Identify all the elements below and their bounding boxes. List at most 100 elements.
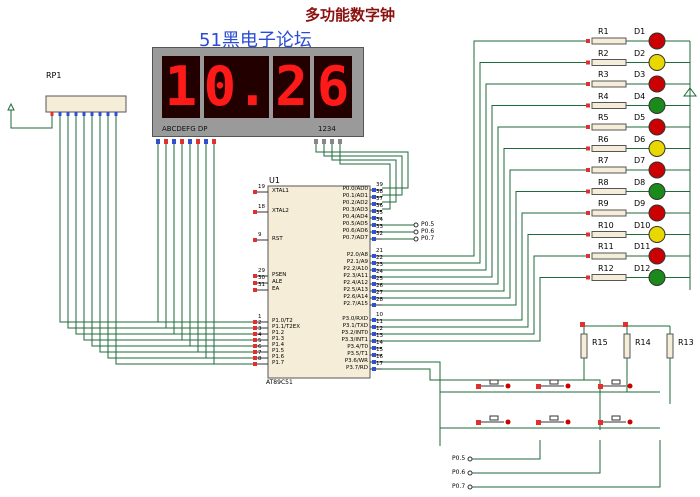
- led-icon: [648, 118, 666, 136]
- bottom-net-label: P0.6: [452, 469, 466, 476]
- power-icon: [683, 87, 697, 97]
- mcu-pin-num: 38: [376, 189, 383, 195]
- key-icon: [627, 383, 633, 389]
- key-cap: [549, 415, 559, 421]
- mcu-pin-name: P1.2: [272, 330, 285, 336]
- mcu-pin-name: ALE: [272, 279, 283, 285]
- mcu-pin-num: 37: [376, 196, 383, 202]
- mcu-pin-end: [372, 254, 376, 258]
- mcu-pin-name: P3.5/T1: [347, 351, 368, 357]
- mcu-pin-end: [372, 303, 376, 307]
- mcu-pin-num: 9: [258, 232, 262, 238]
- node-marker: [623, 322, 628, 327]
- mcu-pin-name: P2.4/A12: [343, 280, 368, 286]
- mcu-pin-name: P0.5/AD5: [342, 221, 368, 227]
- seg-pin: [180, 139, 184, 144]
- components: [7, 32, 697, 490]
- resistor-pin: [586, 232, 590, 237]
- seg-wire: [165, 144, 256, 329]
- bottom-net-label: P0.5: [452, 455, 466, 462]
- seg-wire: [181, 144, 256, 341]
- mcu-pin-num: 30: [258, 275, 265, 281]
- resistor-body: [591, 209, 627, 217]
- key-pin: [476, 420, 481, 425]
- mcu-pin-num: 26: [376, 283, 383, 289]
- rp1-pin: [50, 112, 54, 116]
- led-label: D7: [634, 156, 646, 165]
- resistor-body: [591, 145, 627, 152]
- resistor-body: [591, 102, 627, 109]
- led-icon: [648, 226, 666, 243]
- digit-2: 0.: [203, 55, 269, 118]
- mcu-pin-num: 27: [376, 290, 383, 296]
- resistor-body: [591, 274, 627, 281]
- led-icon: [648, 183, 666, 200]
- seven-seg-display: 1 0. 2 6: [162, 56, 352, 118]
- led-icon: [648, 97, 666, 114]
- key-cap: [611, 415, 621, 421]
- mcu-pin-num: 33: [376, 224, 383, 230]
- watermark: 51黑电子论坛: [199, 30, 312, 51]
- mcu-pin-end: [372, 367, 376, 371]
- mcu-part: AT89C51: [266, 379, 293, 386]
- mcu-pin-end: [372, 282, 376, 286]
- mcu-pin-num: 10: [376, 312, 383, 318]
- rp1-label: RP1: [46, 71, 62, 80]
- com-pin: [338, 139, 342, 144]
- mcu-pin-name: P2.5/A13: [343, 287, 368, 293]
- resistor-label: R6: [598, 134, 609, 144]
- mcu-pin-end: [372, 325, 376, 329]
- mcu-pin-name: XTAL1: [272, 188, 289, 194]
- rp1-vcc-wire: [10, 110, 53, 129]
- mcu-pin-num: 4: [258, 332, 262, 338]
- mcu-pin-end: [253, 190, 257, 194]
- mcu-pin-num: 24: [376, 269, 383, 275]
- mcu-pin-name: P0.6/AD6: [342, 228, 368, 234]
- mcu-pin-end: [253, 338, 257, 342]
- com-pin: [330, 139, 334, 144]
- mcu-pin-num: 11: [376, 319, 383, 325]
- resistor-body: [591, 59, 627, 66]
- key-pin: [536, 384, 541, 389]
- mcu-pin-end: [372, 346, 376, 350]
- key-pin: [598, 384, 603, 389]
- mcu-pin-name: P2.0/A8: [346, 252, 368, 258]
- resistor-label: R12: [598, 263, 614, 273]
- seg-wire: [197, 144, 256, 353]
- pullup-resistor: [623, 333, 631, 359]
- resistor-label: R7: [598, 156, 609, 165]
- resistor-pin: [586, 60, 590, 65]
- mcu-pin-num: 2: [258, 320, 262, 326]
- mcu-pin-name: P1.0/T2: [272, 318, 293, 324]
- mcu-pin-num: 6: [258, 344, 262, 350]
- mcu-pin-name: P3.7/RD: [346, 365, 368, 371]
- led-wire: [382, 277, 586, 342]
- key-icon: [505, 419, 511, 425]
- resistor-label: R2: [598, 48, 609, 58]
- power-icon: [7, 102, 15, 111]
- mcu-pin-end: [253, 210, 257, 214]
- mcu-pin-name: P1.6: [272, 354, 285, 360]
- led-icon: [648, 161, 666, 179]
- mcu-pin-end: [372, 360, 376, 364]
- key-pin: [536, 420, 541, 425]
- mcu-pin-num: 39: [376, 182, 383, 188]
- led-label: D5: [634, 113, 646, 122]
- mcu-pin-end: [372, 195, 376, 199]
- resistor-body: [591, 252, 627, 260]
- mcu-pin-name: RST: [272, 236, 283, 242]
- mcu-pin-name: P0.1/AD1: [342, 193, 368, 199]
- mcu-pin-end: [253, 344, 257, 348]
- page-title: 多功能数字钟: [304, 6, 395, 24]
- mcu-pin-end: [372, 332, 376, 336]
- mcu-pin-num: 7: [258, 350, 262, 356]
- mcu-pin-name: P2.6/A14: [343, 294, 368, 300]
- mcu-pin-end: [372, 230, 376, 234]
- mcu-pin-end: [253, 326, 257, 330]
- mcu-pin-name: P2.7/A15: [343, 301, 368, 307]
- mcu-pin-end: [253, 356, 257, 360]
- resistor-label: R4: [598, 91, 609, 101]
- led-icon: [648, 75, 666, 93]
- bottom-net-wire: [472, 440, 661, 488]
- pullup-resistor: [666, 333, 674, 359]
